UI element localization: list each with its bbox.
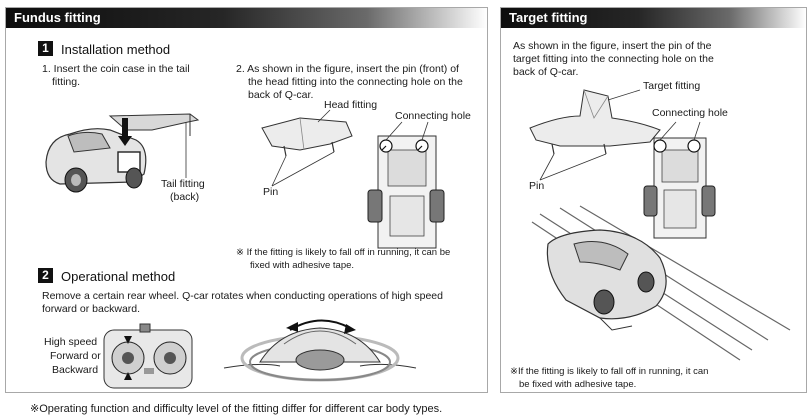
high-speed-label-line2: Forward or xyxy=(50,350,101,362)
target-pin-label: Pin xyxy=(529,180,545,192)
fitting-note-line1: ※ If the fitting is likely to fall off i… xyxy=(236,247,451,258)
target-note-line1: ※If the fitting is likely to fall off in… xyxy=(510,366,709,377)
car-tail-fitting-illustration xyxy=(45,113,200,193)
section-number-2: 2 xyxy=(38,268,53,283)
step2-text-line1: 2. As shown in the figure, insert the pi… xyxy=(236,63,459,75)
remote-controller-illustration xyxy=(103,323,193,389)
step1-text-line1: 1. Insert the coin case in the tail xyxy=(42,63,190,75)
section-title-installation: Installation method xyxy=(61,42,171,57)
target-text-line3: back of Q-car. xyxy=(513,66,579,78)
connecting-hole-label: Connecting hole xyxy=(395,110,471,122)
step1-text-line2: fitting. xyxy=(52,76,81,88)
target-note-line2: be fixed with adhesive tape. xyxy=(519,379,637,390)
operational-text-line2: forward or backward. xyxy=(42,303,141,315)
head-fitting-label: Head fitting xyxy=(324,99,378,111)
spinning-car-illustration xyxy=(223,319,417,382)
fitting-note-line2: fixed with adhesive tape. xyxy=(250,260,355,271)
footer-note: ※Operating function and difficulty level… xyxy=(30,403,443,415)
target-text-line2: target fitting into the connecting hole … xyxy=(513,53,714,65)
pin-label: Pin xyxy=(263,186,279,198)
target-text-line1: As shown in the figure, insert the pin o… xyxy=(513,40,712,52)
tail-fitting-label: Tail fitting xyxy=(161,178,205,190)
panel-title: Fundus fitting xyxy=(6,8,487,28)
target-fitting-label: Target fitting xyxy=(643,80,701,92)
target-connecting-hole-label: Connecting hole xyxy=(652,107,728,119)
section-title-operational: Operational method xyxy=(61,269,176,284)
step2-text-line2: the head fitting into the connecting hol… xyxy=(248,76,463,88)
tail-fitting-back-label: (back) xyxy=(170,191,200,203)
high-speed-label-line3: Backward xyxy=(52,364,99,376)
operational-text-line1: Remove a certain rear wheel. Q-car rotat… xyxy=(42,290,443,302)
high-speed-label-line1: High speed xyxy=(44,336,98,348)
section-number-1: 1 xyxy=(38,41,53,56)
step2-text-line3: back of Q-car. xyxy=(248,89,314,101)
panel-title: Target fitting xyxy=(501,8,806,28)
